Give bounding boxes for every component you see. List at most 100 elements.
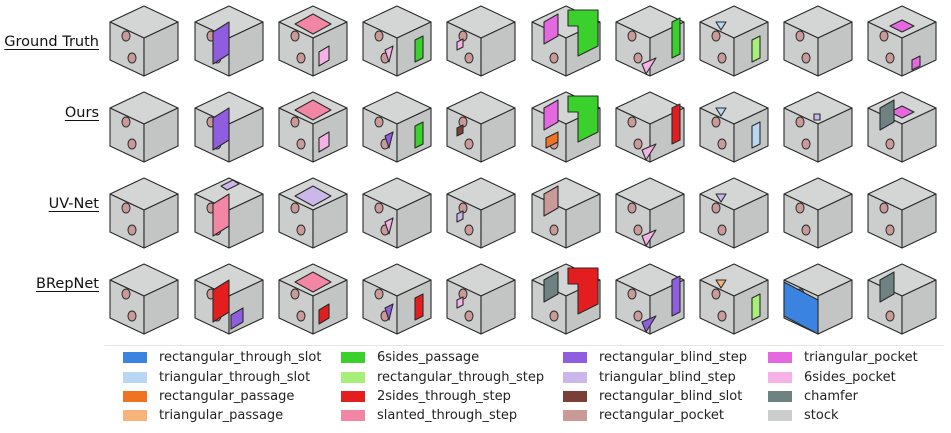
hole xyxy=(795,30,805,42)
triangular-segment xyxy=(384,131,394,149)
hole xyxy=(801,138,811,150)
triangular-segment xyxy=(384,303,394,321)
side-segment xyxy=(671,17,681,59)
step-segment xyxy=(212,279,230,323)
legend-swatch xyxy=(563,390,587,402)
cad-model-drawing xyxy=(278,177,348,249)
cube-right-face xyxy=(480,21,516,77)
small-segment xyxy=(456,296,464,309)
hole xyxy=(627,116,637,128)
cad-model xyxy=(696,174,772,250)
legend-swatch xyxy=(768,371,792,383)
cad-model-drawing xyxy=(109,5,179,77)
hole xyxy=(801,224,811,236)
triangular-segment xyxy=(715,107,727,117)
cube-right-face xyxy=(817,107,853,163)
cad-model-drawing xyxy=(109,263,179,335)
legend-item-rectangular-blind-step: rectangular_blind_step xyxy=(563,349,747,365)
hole xyxy=(464,310,474,322)
hole xyxy=(127,52,137,64)
triangular-segment xyxy=(715,279,727,289)
cad-model-drawing xyxy=(783,5,853,77)
hole xyxy=(717,224,727,236)
hole xyxy=(296,138,306,150)
cube-right-face xyxy=(228,193,264,249)
cad-model xyxy=(191,174,267,250)
cad-model xyxy=(864,174,940,250)
cad-model xyxy=(864,88,940,164)
cad-model xyxy=(191,2,267,78)
notch-segment xyxy=(751,121,761,149)
hole xyxy=(121,288,131,300)
cube-right-face xyxy=(733,107,769,163)
step-segment xyxy=(294,185,332,207)
legend-swatch xyxy=(341,371,365,383)
hole xyxy=(633,52,643,64)
face-segment xyxy=(783,281,819,335)
cad-model-drawing xyxy=(194,91,264,163)
cube-right-face xyxy=(312,193,348,249)
cad-model-drawing xyxy=(194,263,264,335)
cad-model xyxy=(864,260,940,336)
legend-label: rectangular_through_step xyxy=(377,369,545,385)
hole xyxy=(127,224,137,236)
cad-model-drawing xyxy=(615,177,685,249)
cad-model xyxy=(443,174,519,250)
hole xyxy=(627,288,637,300)
hole-segment xyxy=(813,113,821,121)
inner-segment xyxy=(543,13,559,45)
hole xyxy=(711,30,721,42)
low-segment xyxy=(545,131,559,149)
triangular-segment xyxy=(641,229,657,247)
legend-item-rectangular-passage: rectangular_passage xyxy=(123,388,294,404)
legend-item-rectangular-pocket: rectangular_pocket xyxy=(563,407,724,423)
cad-model-drawing xyxy=(531,91,601,163)
hole xyxy=(795,202,805,214)
legend-label: rectangular_passage xyxy=(159,388,295,404)
notch-segment xyxy=(414,293,424,321)
large-segment xyxy=(567,267,599,315)
hole xyxy=(121,202,131,214)
legend-swatch xyxy=(123,351,147,363)
row-label-brepnet: BRepNet xyxy=(36,276,99,292)
legend-item-triangular-passage: triangular_passage xyxy=(123,407,283,423)
step-segment xyxy=(294,13,332,35)
legend-item-slanted-through-step: slanted_through_step xyxy=(341,407,517,423)
cube-right-face xyxy=(901,193,937,249)
inner-segment xyxy=(543,185,559,217)
legend-item-6sides-pocket: 6sides_pocket xyxy=(768,369,896,385)
cad-model-drawing xyxy=(362,177,432,249)
cube-right-face xyxy=(396,279,432,335)
inner-segment xyxy=(879,99,895,131)
cube-right-face xyxy=(565,193,601,249)
triangular-segment xyxy=(641,143,657,161)
triangular-segment xyxy=(715,21,727,31)
cad-model xyxy=(191,260,267,336)
cad-model xyxy=(528,88,604,164)
hole xyxy=(121,30,131,42)
hole xyxy=(717,138,727,150)
hole xyxy=(296,224,306,236)
hole xyxy=(633,310,643,322)
cad-model xyxy=(528,260,604,336)
triangular-segment xyxy=(384,217,394,235)
cube-right-face xyxy=(143,21,179,77)
hole xyxy=(627,202,637,214)
hole xyxy=(885,138,895,150)
cad-model-drawing xyxy=(362,5,432,77)
cube-right-face xyxy=(901,107,937,163)
hole xyxy=(374,116,384,128)
hole xyxy=(374,288,384,300)
cad-model-drawing xyxy=(531,263,601,335)
hole xyxy=(885,310,895,322)
legend-swatch xyxy=(341,409,365,421)
cad-model-drawing xyxy=(362,91,432,163)
legend-item-2sides-through-step: 2sides_through_step xyxy=(341,388,511,404)
cad-model-drawing xyxy=(867,263,937,335)
cad-model xyxy=(443,260,519,336)
step-segment xyxy=(212,193,230,237)
legend-item-triangular-pocket: triangular_pocket xyxy=(768,349,918,365)
hole xyxy=(464,224,474,236)
cad-model xyxy=(359,2,435,78)
cube-right-face xyxy=(143,107,179,163)
